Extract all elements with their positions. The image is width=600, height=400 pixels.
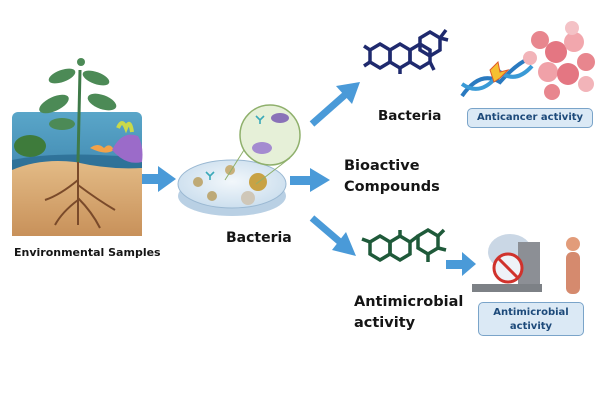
arrow-env-to-bacteria	[142, 166, 176, 192]
antimicrobial-activity-label: Antimicrobial activity	[354, 292, 463, 334]
bacteria-compound-label: Bacteria	[378, 108, 442, 124]
bacteria-dish-label: Bacteria	[226, 230, 292, 246]
antimicrobial-effect-illustration	[472, 234, 580, 294]
arrow-to-bioactive	[290, 168, 330, 192]
antimicrobial-line-1: Antimicrobial	[354, 294, 464, 310]
environmental-samples-label: Environmental Samples	[14, 246, 161, 259]
bioactive-line-1: Bioactive	[344, 158, 420, 174]
bacterial-compound-structure	[363, 28, 449, 74]
badge-line-1: Antimicrobial	[493, 307, 569, 318]
bioactive-line-2: Compounds	[344, 179, 440, 195]
antimicrobial-compound-structure	[361, 227, 447, 263]
petri-dish-illustration	[177, 104, 301, 216]
arrow-to-antimicrobial-effect	[446, 252, 476, 276]
anticancer-activity-badge: Anticancer activity	[467, 108, 593, 128]
dna-cancer-illustration	[460, 21, 595, 100]
bioactive-compounds-label: Bioactive Compounds	[344, 156, 440, 198]
arrow-to-antimicrobial-compound	[309, 215, 356, 256]
badge-line-2: activity	[509, 321, 553, 332]
antimicrobial-activity-badge: Antimicrobial activity	[478, 302, 584, 336]
antimicrobial-line-2: activity	[354, 315, 416, 331]
environmental-sample-illustration	[12, 58, 143, 236]
arrow-to-bacteria-compound	[309, 82, 360, 127]
